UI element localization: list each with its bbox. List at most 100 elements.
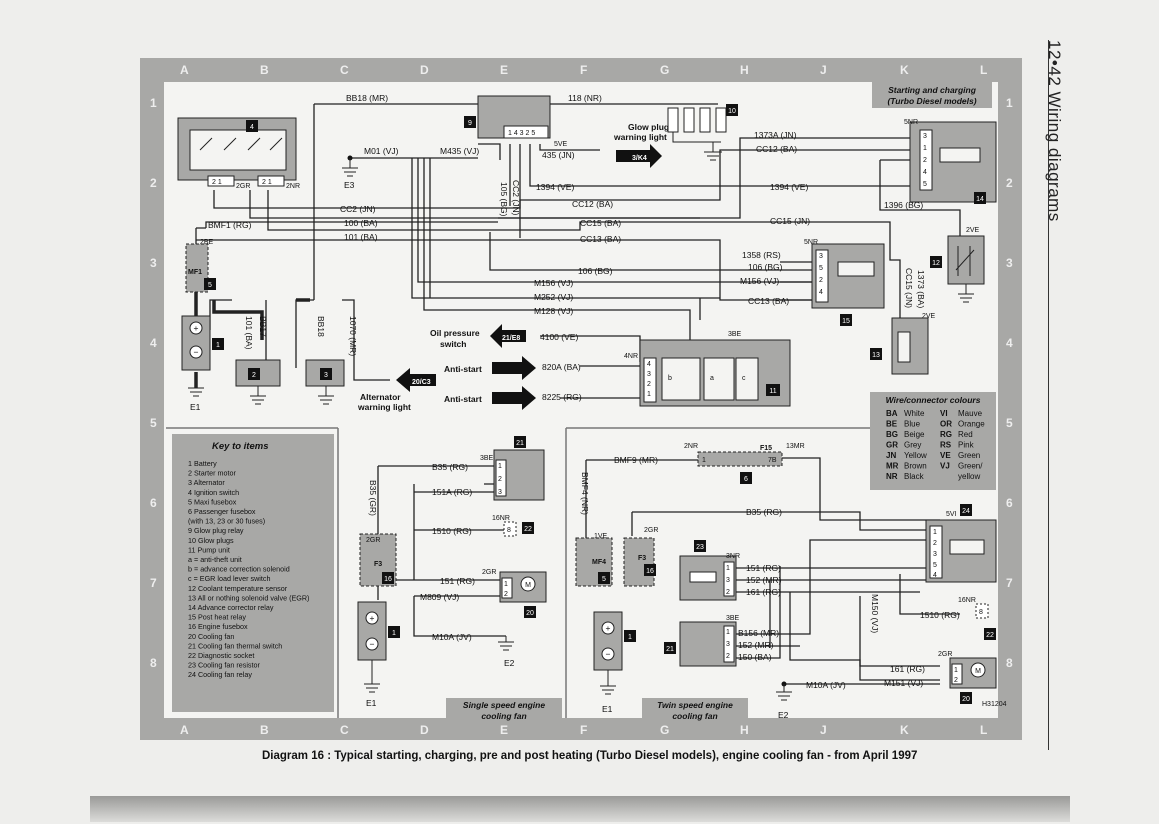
svg-text:3: 3 (726, 577, 730, 584)
svg-text:E2: E2 (778, 710, 789, 720)
grid-row-label: 2 (150, 176, 157, 190)
svg-text:20: 20 (526, 610, 534, 617)
svg-text:2GR: 2GR (366, 537, 380, 544)
colour-name: White (904, 409, 925, 418)
svg-text:−: − (194, 347, 199, 357)
colour-code: OR (940, 420, 952, 429)
colour-name: Brown (904, 462, 927, 471)
drawing-ref: H31204 (982, 701, 1007, 708)
svg-text:B35 (RG): B35 (RG) (432, 462, 468, 472)
svg-text:CC2 (JN): CC2 (JN) (340, 204, 376, 214)
svg-text:7B: 7B (768, 457, 777, 464)
grid-col-label: F (580, 723, 588, 737)
svg-text:2: 2 (498, 476, 502, 483)
svg-text:F15: F15 (760, 445, 772, 452)
grid-col-label: E (500, 723, 509, 737)
key-item: a = anti-theft unit (188, 555, 242, 564)
svg-text:4: 4 (933, 572, 937, 579)
svg-text:21/E8: 21/E8 (502, 335, 520, 342)
key-item: c = EGR load lever switch (188, 574, 271, 583)
svg-text:c: c (742, 375, 746, 382)
svg-text:3: 3 (726, 641, 730, 648)
svg-text:4100 (VE): 4100 (VE) (540, 332, 578, 342)
svg-text:M150 (VJ): M150 (VJ) (870, 594, 880, 633)
ground-e3: E3 (342, 155, 358, 190)
svg-text:5: 5 (923, 181, 927, 188)
svg-text:E1: E1 (602, 704, 613, 714)
svg-text:161 (RG): 161 (RG) (746, 587, 781, 597)
svg-text:1: 1 (392, 630, 396, 637)
key-item: 12 Coolant temperature sensor (188, 584, 288, 593)
svg-text:5: 5 (602, 576, 606, 583)
key-item: 22 Diagnostic socket (188, 651, 254, 660)
colour-code: BE (886, 420, 898, 429)
svg-text:CC2 (JN): CC2 (JN) (511, 180, 521, 216)
passenger-fusebox-6: 1 F15 7B 2NR 13MR 6 (684, 443, 805, 484)
engine-fusebox-16b: 2GR F3 16 (623, 527, 658, 587)
svg-text:+: + (194, 323, 199, 333)
grid-col-label: K (900, 723, 909, 737)
grid-row-label: 3 (1006, 256, 1013, 270)
svg-text:105 (BG): 105 (BG) (499, 182, 509, 217)
grid-col-label: F (580, 63, 588, 77)
svg-text:106 (BG): 106 (BG) (578, 266, 613, 276)
battery-1-twin: + − 1 E1 (593, 611, 636, 714)
engine-fusebox-16a: 2GR F3 16 (359, 533, 397, 587)
svg-text:Twin speed engine: Twin speed engine (657, 700, 733, 710)
svg-text:8: 8 (507, 527, 511, 534)
svg-text:2NR: 2NR (286, 183, 300, 190)
section-title-single-fan: Single speed engine cooling fan (446, 698, 562, 722)
cooling-fan-20b: 12 M 2GR 20 (938, 651, 997, 704)
key-item: 20 Cooling fan (188, 632, 234, 641)
svg-text:21: 21 (666, 646, 674, 653)
colour-code: RG (940, 430, 952, 439)
svg-text:3BE: 3BE (480, 455, 494, 462)
svg-text:(Turbo Diesel models): (Turbo Diesel models) (887, 96, 976, 106)
page-rule (1048, 40, 1049, 750)
svg-text:CC12 (BA): CC12 (BA) (572, 199, 613, 209)
svg-text:5: 5 (819, 265, 823, 272)
svg-text:4: 4 (250, 124, 254, 131)
svg-text:1510 (RG): 1510 (RG) (432, 526, 472, 536)
svg-text:M10A (JV): M10A (JV) (432, 632, 472, 642)
key-item: 9 Glow plug relay (188, 526, 244, 535)
colour-name: Orange (958, 420, 985, 429)
svg-text:151 (RG): 151 (RG) (440, 576, 475, 586)
key-item: 2 Starter motor (188, 469, 237, 478)
grid-row-label: 3 (150, 256, 157, 270)
colour-name: Black (904, 472, 925, 481)
colour-name: Green/ (958, 462, 983, 471)
svg-text:1: 1 (923, 145, 927, 152)
svg-text:MF1: MF1 (188, 269, 202, 276)
colour-name: Green (958, 451, 980, 460)
svg-text:12: 12 (932, 260, 940, 267)
svg-text:F3: F3 (374, 561, 382, 568)
svg-text:1: 1 (216, 342, 220, 349)
svg-text:B35 (GR): B35 (GR) (368, 480, 378, 516)
svg-text:BB18: BB18 (316, 316, 326, 337)
svg-text:1396 (BG): 1396 (BG) (884, 200, 923, 210)
grid-col-label: C (340, 723, 349, 737)
svg-text:E1: E1 (190, 402, 201, 412)
svg-text:1358 (RS): 1358 (RS) (742, 250, 781, 260)
svg-text:b: b (668, 375, 672, 382)
svg-text:16: 16 (646, 568, 654, 575)
svg-text:5: 5 (933, 562, 937, 569)
svg-text:2 1: 2 1 (262, 179, 272, 186)
grid-col-label: H (740, 723, 749, 737)
svg-text:warning light: warning light (357, 402, 411, 412)
svg-text:1 4 3 2 5: 1 4 3 2 5 (508, 130, 535, 137)
svg-text:101 (BA): 101 (BA) (244, 316, 254, 350)
svg-text:2: 2 (252, 372, 256, 379)
glow-plug-relay: 1 4 3 2 5 9 5VE (464, 95, 568, 148)
colour-name: Yellow (904, 451, 927, 460)
thermal-switch-21b: 132 21 3BE (664, 615, 740, 667)
svg-text:3BE: 3BE (726, 615, 740, 622)
svg-text:2: 2 (647, 381, 651, 388)
grid-row-label: 5 (1006, 416, 1013, 430)
svg-text:100 (BA): 100 (BA) (344, 218, 378, 228)
key-item: (with 13, 23 or 30 fuses) (188, 517, 265, 526)
svg-text:switch: switch (440, 339, 466, 349)
grid-col-label: A (180, 63, 189, 77)
